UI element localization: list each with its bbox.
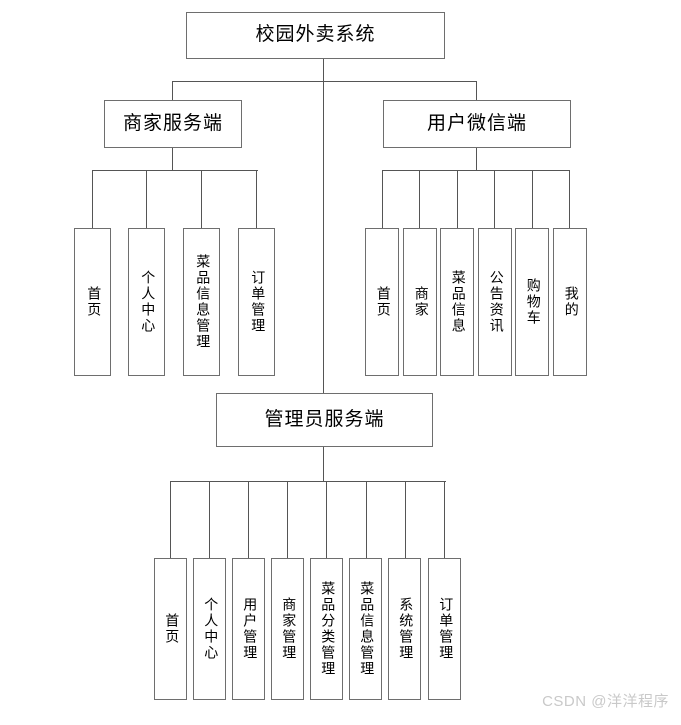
connector-admin-drop-8 xyxy=(444,481,446,559)
connector-admin-stem xyxy=(323,447,325,482)
node-merchant-leaf-order-mgmt[interactable]: 订单管理 xyxy=(238,228,275,376)
node-admin-leaf-system-mgmt[interactable]: 系统管理 xyxy=(388,558,421,700)
connector-admin-drop-2 xyxy=(209,481,211,559)
connector-drop-wechat xyxy=(476,81,478,101)
node-wechat-leaf-mine[interactable]: 我的 xyxy=(553,228,587,376)
node-merchant[interactable]: 商家服务端 xyxy=(104,100,242,148)
connector-wechat-drop-1 xyxy=(382,170,384,228)
connector-wechat-drop-2 xyxy=(419,170,421,228)
leaf-label: 首页 xyxy=(163,613,179,645)
leaf-label: 我的 xyxy=(562,286,578,318)
connector-admin-drop-3 xyxy=(248,481,250,559)
node-admin-leaf-home[interactable]: 首页 xyxy=(154,558,187,700)
connector-admin-drop-6 xyxy=(366,481,368,559)
connector-merchant-drop-4 xyxy=(256,170,258,228)
connector-admin-drop-1 xyxy=(170,481,172,559)
leaf-label: 用户管理 xyxy=(241,597,257,661)
connector-merchant-drop-2 xyxy=(146,170,148,228)
leaf-label: 菜品信息 xyxy=(449,270,465,334)
node-merchant-leaf-home[interactable]: 首页 xyxy=(74,228,111,376)
node-root[interactable]: 校园外卖系统 xyxy=(186,12,445,59)
csdn-watermark: CSDN @洋洋程序 xyxy=(542,693,669,710)
node-admin-leaf-personal-center[interactable]: 个人中心 xyxy=(193,558,226,700)
leaf-label: 订单管理 xyxy=(437,597,453,661)
node-wechat-leaf-merchants[interactable]: 商家 xyxy=(403,228,437,376)
node-admin[interactable]: 管理员服务端 xyxy=(216,393,433,447)
node-wechat-leaf-dish-info[interactable]: 菜品信息 xyxy=(440,228,474,376)
leaf-label: 首页 xyxy=(85,286,101,318)
leaf-label: 菜品信息管理 xyxy=(194,254,210,350)
leaf-label: 购物车 xyxy=(524,278,540,326)
leaf-label: 菜品分类管理 xyxy=(319,581,335,677)
connector-admin-bus xyxy=(170,481,446,483)
node-merchant-leaf-dish-info-mgmt[interactable]: 菜品信息管理 xyxy=(183,228,220,376)
leaf-label: 订单管理 xyxy=(249,270,265,334)
node-admin-leaf-dish-category-mgmt[interactable]: 菜品分类管理 xyxy=(310,558,343,700)
connector-admin-drop-4 xyxy=(287,481,289,559)
leaf-label: 菜品信息管理 xyxy=(358,581,374,677)
leaf-label: 系统管理 xyxy=(397,597,413,661)
node-admin-leaf-order-mgmt[interactable]: 订单管理 xyxy=(428,558,461,700)
leaf-label: 商家管理 xyxy=(280,597,296,661)
node-wechat-leaf-announcements[interactable]: 公告资讯 xyxy=(478,228,512,376)
node-admin-leaf-merchant-mgmt[interactable]: 商家管理 xyxy=(271,558,304,700)
connector-wechat-drop-4 xyxy=(494,170,496,228)
node-merchant-leaf-personal-center[interactable]: 个人中心 xyxy=(128,228,165,376)
connector-merchant-bus xyxy=(92,170,258,172)
node-merchant-label: 商家服务端 xyxy=(122,112,223,134)
connector-wechat-drop-3 xyxy=(457,170,459,228)
node-admin-leaf-dish-info-mgmt[interactable]: 菜品信息管理 xyxy=(349,558,382,700)
node-root-label: 校园外卖系统 xyxy=(255,24,376,46)
node-wechat-leaf-cart[interactable]: 购物车 xyxy=(515,228,549,376)
node-wechat[interactable]: 用户微信端 xyxy=(383,100,571,148)
connector-merchant-stem xyxy=(172,148,174,171)
node-admin-label: 管理员服务端 xyxy=(264,408,385,430)
leaf-label: 个人中心 xyxy=(202,597,218,661)
connector-root-stem xyxy=(323,59,325,82)
connector-admin-drop-7 xyxy=(405,481,407,559)
node-admin-leaf-user-mgmt[interactable]: 用户管理 xyxy=(232,558,265,700)
connector-root-bus xyxy=(172,81,477,83)
leaf-label: 商家 xyxy=(412,286,428,318)
connector-admin-drop-5 xyxy=(326,481,328,559)
node-wechat-label: 用户微信端 xyxy=(426,112,527,134)
connector-wechat-bus xyxy=(382,170,570,172)
connector-wechat-drop-6 xyxy=(569,170,571,228)
leaf-label: 公告资讯 xyxy=(487,270,503,334)
connector-wechat-stem xyxy=(476,148,478,171)
leaf-label: 个人中心 xyxy=(139,270,155,334)
node-wechat-leaf-home[interactable]: 首页 xyxy=(365,228,399,376)
connector-drop-admin xyxy=(323,81,325,393)
connector-wechat-drop-5 xyxy=(532,170,534,228)
connector-drop-merchant xyxy=(172,81,174,101)
connector-merchant-drop-3 xyxy=(201,170,203,228)
leaf-label: 首页 xyxy=(374,286,390,318)
connector-merchant-drop-1 xyxy=(92,170,94,228)
